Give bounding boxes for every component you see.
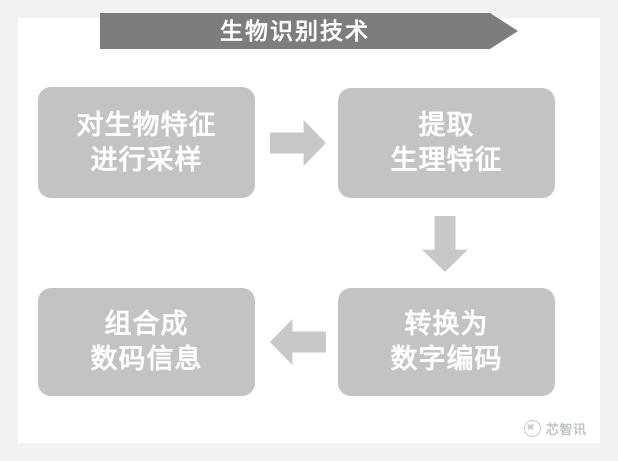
flow-node-extract: 提取 生理特征 [338,88,555,198]
flow-node-convert-line2: 数字编码 [390,344,503,374]
diagram-title-banner: 生物识别技术 [100,13,518,49]
flow-node-combine-line2: 数码信息 [90,344,203,374]
flow-node-combine: 组合成 数码信息 [38,288,255,396]
flow-node-combine-line1: 组合成 [104,309,189,340]
flow-node-extract-line2: 生理特征 [390,145,503,175]
flow-node-sample-line1: 对生物特征 [76,109,217,140]
flow-node-extract-line1: 提取 [418,110,475,141]
scissors-circle-icon [524,420,541,437]
watermark: 芯智讯 [524,419,587,438]
flow-node-sample-line2: 进行采样 [90,144,203,175]
page-title: 生物识别技术 [220,18,370,44]
flow-node-sample: 对生物特征 进行采样 [38,87,255,198]
flow-node-convert-line1: 转换为 [404,309,489,340]
watermark-label: 芯智讯 [546,422,587,437]
flow-node-convert: 转换为 数字编码 [338,288,555,396]
